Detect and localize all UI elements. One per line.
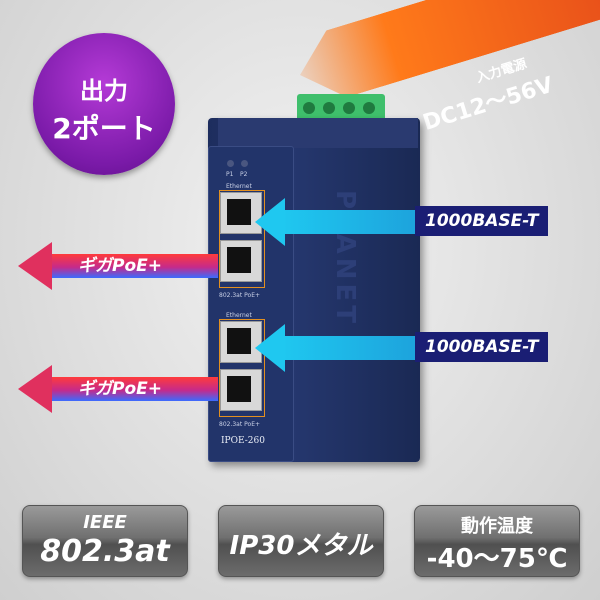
led-label-p2: P2 — [240, 171, 248, 178]
uplink-label-1: 1000BASE-T — [415, 206, 549, 236]
port-group-label: Ethernet — [226, 183, 252, 190]
poe-output-label-1: ギガPoE+ — [78, 256, 162, 276]
led-p1 — [227, 160, 234, 167]
poe-label: 802.3at PoE+ — [219, 292, 261, 299]
feature-badge-temperature: 動作温度 -40～75℃ — [414, 505, 580, 577]
led-p2 — [241, 160, 248, 167]
feature-temp-line2: -40～75℃ — [426, 544, 568, 574]
led-label-p1: P1 — [226, 171, 234, 178]
badge-line2: 2ポート — [52, 112, 156, 145]
poe-port — [220, 240, 262, 282]
model-label: IPOE-260 — [221, 436, 265, 446]
poe-output-arrow-1: ギガPoE+ — [18, 242, 218, 290]
uplink-arrow-2 — [255, 324, 420, 372]
uplink-label-2: 1000BASE-T — [415, 332, 549, 362]
badge-line1: 出力 — [80, 77, 128, 105]
feature-ieee-line1: IEEE — [83, 512, 127, 533]
poe-output-arrow-2: ギガPoE+ — [18, 365, 218, 413]
feature-ip30-label: IP30メタル — [229, 531, 373, 561]
output-ports-badge: 出力 2ポート — [33, 33, 175, 175]
poe-output-label-2: ギガPoE+ — [78, 379, 162, 399]
device-top — [218, 118, 418, 148]
uplink-arrow-1 — [255, 198, 420, 246]
poe-label: 802.3at PoE+ — [219, 421, 261, 428]
port-group-label: Ethernet — [226, 312, 252, 319]
feature-badge-ieee: IEEE 802.3at — [22, 505, 188, 577]
poe-port — [220, 369, 262, 411]
feature-temp-line1: 動作温度 — [461, 516, 533, 537]
feature-ieee-line2: 802.3at — [40, 534, 170, 569]
feature-badge-ip30: IP30メタル — [218, 505, 384, 577]
